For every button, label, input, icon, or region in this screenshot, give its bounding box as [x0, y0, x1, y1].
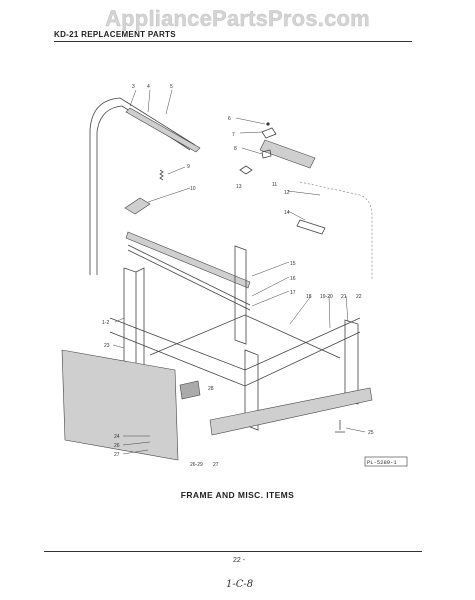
clip-part-13 — [239, 165, 253, 175]
part-label: 8 — [234, 146, 237, 152]
part-label: 21 — [341, 294, 347, 300]
part-label: 7 — [232, 132, 235, 138]
left-upright-front — [123, 267, 137, 375]
spring-part-9 — [159, 169, 164, 181]
leader-7 — [239, 131, 263, 134]
part-label: 13 — [236, 184, 242, 190]
part-label: 19-20 — [320, 294, 333, 300]
part-label: 16 — [290, 276, 296, 282]
figure-tag: PL-5289-1 — [367, 459, 397, 466]
part-label: 10 — [190, 186, 196, 192]
base-toe-rail — [209, 387, 373, 436]
rear-upright — [234, 245, 247, 345]
part-label: 11 — [272, 182, 277, 188]
part-label: 25 — [368, 430, 374, 436]
part-label: 5 — [170, 84, 173, 90]
part-label: 23 — [104, 343, 110, 349]
frame-cross-brace — [149, 314, 341, 359]
bracket-part-14 — [296, 219, 326, 235]
part-label: 15 — [290, 261, 296, 267]
exploded-parts-diagram: 3 4 5 6 7 8 9 10 11 12 13 14 15 16 17 18… — [0, 70, 475, 490]
part-label: 3 — [132, 84, 135, 90]
handwritten-note: 1-C-8 — [226, 579, 254, 590]
part-label: 17 — [290, 290, 296, 296]
part-label: 27 — [114, 452, 120, 458]
front-upright — [244, 349, 259, 431]
watermark-logo: AppliancePartsPros.com — [105, 6, 370, 31]
page-number: 22 - — [233, 557, 246, 564]
leader-17 — [251, 290, 290, 307]
leader-18-21 — [289, 295, 349, 329]
part-label: 1-2 — [102, 320, 109, 326]
leader-1-2 — [114, 317, 125, 323]
trim-strip-16 — [127, 244, 251, 306]
leader-3-4-5 — [129, 89, 173, 115]
leader-6 — [235, 117, 266, 125]
leader-15 — [251, 261, 290, 277]
part-label: 22 — [356, 294, 362, 300]
leader-10 — [147, 187, 191, 203]
top-curved-rail — [89, 97, 196, 275]
leader-16 — [251, 276, 290, 297]
tub-outline — [299, 181, 373, 280]
part-label: 9 — [187, 164, 190, 170]
footer-rule — [44, 551, 422, 552]
leader-9 — [167, 166, 186, 175]
clip-part-7 — [261, 127, 277, 139]
part-label: 4 — [147, 84, 150, 90]
part-label: 24 — [114, 434, 120, 440]
part-label: 12 — [284, 190, 290, 196]
part-label: 26 — [114, 443, 120, 449]
bracket-plate — [259, 139, 316, 169]
part-label: 27 — [213, 462, 219, 468]
hinge-bracket — [124, 197, 151, 215]
page-header-title: KD-21 REPLACEMENT PARTS — [54, 30, 176, 39]
leader-23 — [112, 344, 125, 349]
part-label: 6 — [228, 116, 231, 122]
leader-14 — [287, 210, 306, 221]
figure-tag-box — [364, 456, 408, 467]
screw-part-6 — [266, 122, 270, 126]
part-label: 18 — [306, 294, 312, 300]
part-label: 26-29 — [190, 462, 203, 468]
figure-caption: FRAME AND MISC. ITEMS — [180, 490, 295, 500]
diagram-svg: 3 4 5 6 7 8 9 10 11 12 13 14 15 16 17 18… — [61, 84, 408, 468]
leveling-leg — [335, 420, 345, 433]
leader-8 — [241, 147, 263, 155]
part-label: 14 — [284, 210, 290, 216]
block-part-26 — [179, 380, 201, 400]
leader-24-27-28 — [122, 435, 151, 455]
top-gasket-strip — [125, 107, 201, 153]
leader-12 — [287, 190, 321, 196]
header-rule — [54, 41, 412, 42]
left-upright-side — [135, 267, 145, 375]
trim-strip-15 — [125, 231, 251, 289]
part-label: 28 — [208, 386, 214, 392]
kick-panel — [61, 349, 179, 461]
trim-strip-17 — [127, 249, 251, 311]
leader-25 — [345, 427, 366, 433]
right-upright — [344, 319, 359, 405]
top-curved-rail-inner — [96, 105, 191, 275]
clip-part-8 — [261, 149, 272, 159]
